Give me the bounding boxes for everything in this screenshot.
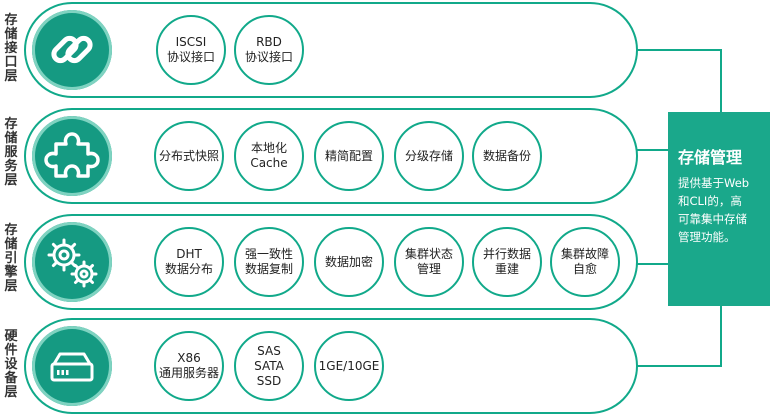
- badge-rbd: RBD 协议接口: [234, 15, 304, 85]
- layer-label-engine: 存 储 引 擎 层: [0, 224, 22, 294]
- layer-label-char: 储: [4, 131, 18, 146]
- badge-line: 强一致性: [244, 247, 293, 261]
- badge-thin-provisioning: 精简配置: [314, 121, 384, 191]
- layer-label-char: 务: [4, 159, 18, 174]
- layer-label-char: 层: [4, 385, 18, 400]
- badge-line: RBD: [256, 35, 282, 49]
- layer-label-char: 擎: [4, 265, 18, 280]
- badge-replication: 强一致性 数据复制: [234, 227, 304, 297]
- badge-line: 数据分布: [164, 262, 213, 276]
- layer-label-char: 备: [4, 371, 18, 386]
- badge-line: 分级存储: [404, 148, 453, 163]
- badge-line: 本地化: [250, 141, 287, 155]
- badge-x86-server: X86 通用服务器: [154, 331, 224, 401]
- layer-engine: DHT 数据分布 强一致性 数据复制 数据加密 集群状态 管理 并行数据 重建 …: [24, 214, 638, 310]
- layer-label-hardware: 硬 件 设 备 层: [0, 330, 22, 400]
- layer-label-char: 层: [4, 173, 18, 188]
- server-device-icon: [32, 326, 112, 406]
- layer-interface: ISCSI 协议接口 RBD 协议接口: [24, 2, 638, 98]
- layer-label-char: 储: [4, 27, 18, 42]
- layer-service: 分布式快照 本地化 Cache 精简配置 分级存储 数据备份: [24, 108, 638, 204]
- management-desc-line: 管理功能。: [678, 230, 736, 244]
- badge-dht: DHT 数据分布: [154, 227, 224, 297]
- layer-label-char: 口: [4, 55, 18, 70]
- badge-line: 分布式快照: [158, 148, 219, 163]
- layer-label-char: 层: [4, 69, 18, 84]
- layer-label-service: 存 储 服 务 层: [0, 118, 22, 188]
- badge-line: DHT: [176, 247, 202, 261]
- badge-line: 协议接口: [166, 50, 215, 64]
- badge-cache: 本地化 Cache: [234, 121, 304, 191]
- layer-label-char: 引: [4, 251, 18, 266]
- badge-line: 集群故障: [560, 247, 609, 261]
- badge-parallel-rebuild: 并行数据 重建: [472, 227, 542, 297]
- badge-line: 数据加密: [324, 254, 373, 269]
- badge-line: SATA: [254, 358, 284, 373]
- layer-label-char: 硬: [4, 329, 18, 344]
- badge-line: 数据备份: [482, 148, 531, 163]
- layer-label-char: 存: [4, 13, 18, 28]
- badge-line: 数据复制: [244, 262, 293, 276]
- storage-management-panel: 存储管理 提供基于Web 和CLI的，高 可靠集中存储 管理功能。: [668, 112, 770, 306]
- link-chain-icon: [32, 10, 112, 90]
- layer-label-char: 服: [4, 145, 18, 160]
- badge-line: 并行数据: [482, 247, 531, 261]
- badge-data-backup: 数据备份: [472, 121, 542, 191]
- layer-label-char: 件: [4, 343, 18, 358]
- layer-label-char: 接: [4, 41, 18, 56]
- badge-line: 重建: [494, 262, 519, 276]
- management-desc-line: 和CLI的，高: [678, 194, 742, 208]
- badge-network: 1GE/10GE: [314, 331, 384, 401]
- badge-cluster-state: 集群状态 管理: [394, 227, 464, 297]
- badge-line: 精简配置: [324, 148, 373, 163]
- badge-line: 通用服务器: [158, 366, 219, 380]
- badge-line: 集群状态: [404, 247, 453, 261]
- badge-line: ISCSI: [175, 35, 207, 49]
- badge-line: SAS: [257, 343, 281, 358]
- layer-label-char: 储: [4, 237, 18, 252]
- badge-snapshot: 分布式快照: [154, 121, 224, 191]
- layer-label-char: 存: [4, 117, 18, 132]
- gears-icon: [32, 222, 112, 302]
- badge-self-healing: 集群故障 自愈: [550, 227, 620, 297]
- layer-label-char: 设: [4, 357, 18, 372]
- layer-label-char: 存: [4, 223, 18, 238]
- management-title: 存储管理: [678, 148, 743, 167]
- layer-label-char: 层: [4, 279, 18, 294]
- badge-tiered-storage: 分级存储: [394, 121, 464, 191]
- badge-line: 1GE/10GE: [318, 358, 380, 373]
- badge-line: 管理: [416, 262, 441, 276]
- badge-line: 协议接口: [244, 50, 293, 64]
- puzzle-piece-icon: [32, 116, 112, 196]
- management-desc-line: 提供基于Web: [678, 176, 750, 190]
- badge-line: X86: [177, 351, 201, 365]
- layer-label-interface: 存 储 接 口 层: [0, 14, 22, 84]
- badge-line: Cache: [250, 156, 288, 170]
- badge-disk-types: SAS SATA SSD: [234, 331, 304, 401]
- layer-hardware: X86 通用服务器 SAS SATA SSD 1GE/10GE: [24, 318, 638, 414]
- management-desc-line: 可靠集中存储: [678, 212, 747, 226]
- badge-iscsi: ISCSI 协议接口: [156, 15, 226, 85]
- badge-encryption: 数据加密: [314, 227, 384, 297]
- badge-line: SSD: [256, 373, 282, 388]
- badge-line: 自愈: [572, 262, 597, 276]
